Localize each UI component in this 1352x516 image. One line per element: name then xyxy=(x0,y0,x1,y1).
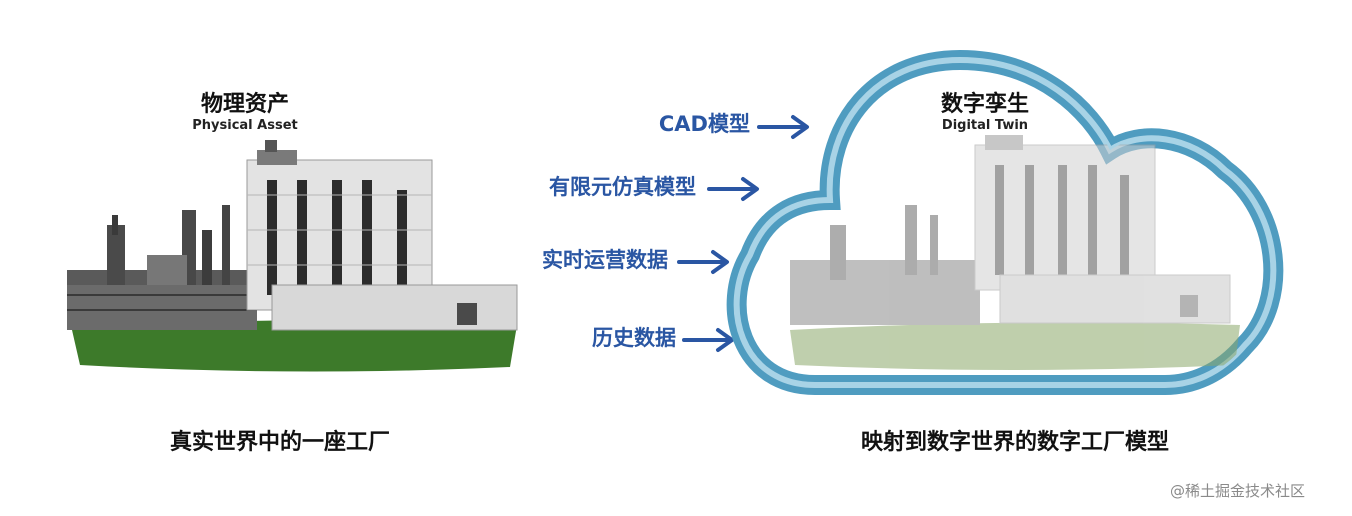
digital-twin-subtitle: Digital Twin xyxy=(941,118,1029,133)
physical-factory-image xyxy=(67,140,518,372)
physical-asset-title: 物理资产 xyxy=(200,92,289,117)
digital-twin-cloud xyxy=(726,49,1284,395)
input-label-fem-model: 有限元仿真模型 xyxy=(549,175,696,199)
input-label-historical-data: 历史数据 xyxy=(592,326,676,350)
arrow-right-icon xyxy=(677,250,729,274)
digital-caption: 映射到数字世界的数字工厂模型 xyxy=(860,430,1169,455)
input-label-realtime-data: 实时运营数据 xyxy=(542,248,668,272)
digital-twin-title: 数字孪生 xyxy=(940,92,1029,117)
arrow-right-icon xyxy=(682,328,734,352)
input-label-cad-model: CAD模型 xyxy=(658,112,750,136)
watermark: @稀土掘金技术社区 xyxy=(1170,482,1306,500)
arrow-right-icon xyxy=(757,115,809,139)
physical-caption: 真实世界中的一座工厂 xyxy=(169,430,390,455)
physical-asset-subtitle: Physical Asset xyxy=(192,118,298,133)
arrow-right-icon xyxy=(707,177,759,201)
